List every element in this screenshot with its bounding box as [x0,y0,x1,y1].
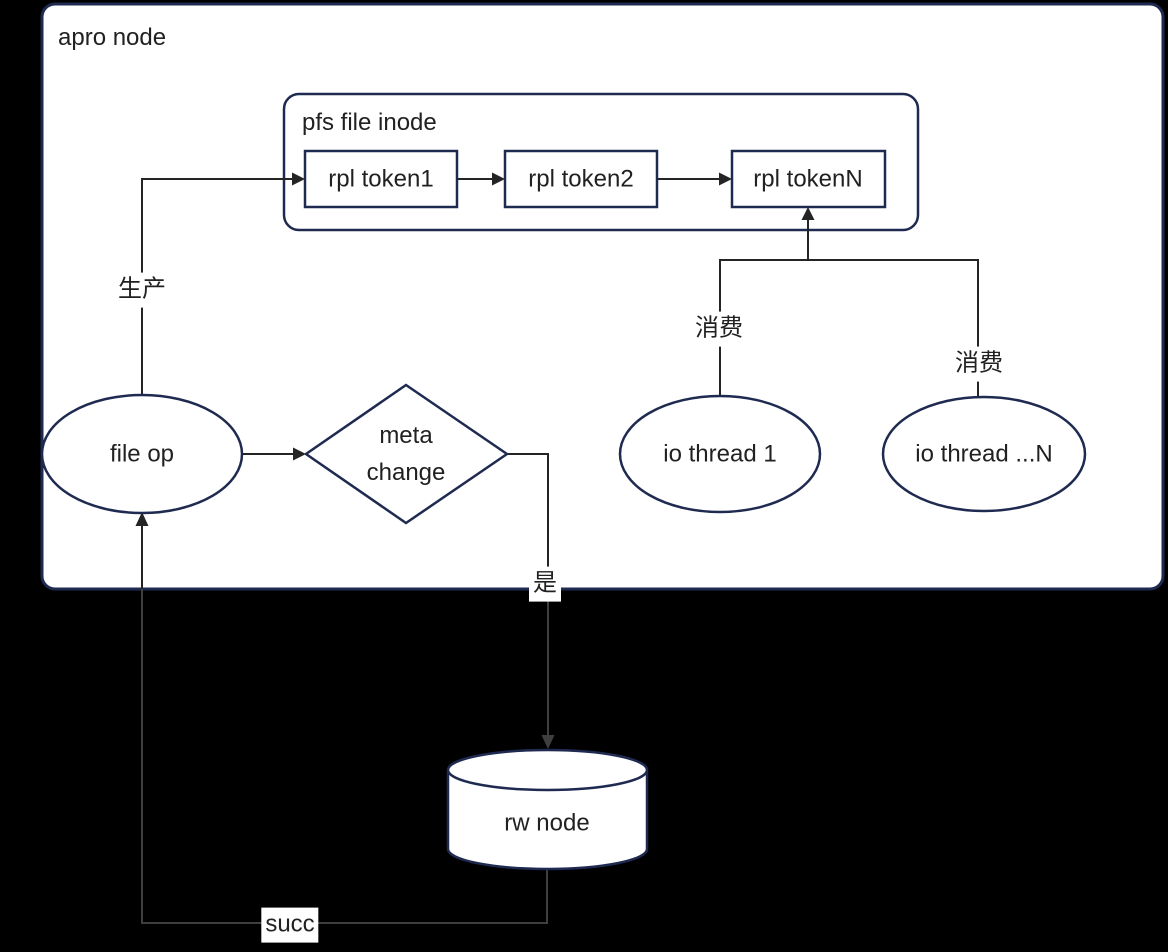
meta-change-diamond [303,383,510,525]
meta-change-line2: change [366,459,446,486]
meta-change-label: meta change [367,417,446,491]
edge-label-consume-1: 消费 [691,311,747,347]
edge-label-succ: succ [261,907,319,943]
cylinder-top [446,748,649,792]
arrow-into-tokenN-bottom [801,207,815,220]
io-thread-1-ellipse [618,394,822,514]
file-op-label: file op [109,440,175,468]
io-thread-n-ellipse [881,395,1087,513]
edge-label-yes: 是 [529,566,561,602]
rpl-tokenN-box [730,149,887,209]
edge-yes-upper [507,453,549,589]
rpl-token2-label: rpl token2 [528,165,634,193]
rw-node-label: rw node [504,809,590,837]
io-thread-1-label: io thread 1 [663,440,777,468]
rpl-token1-label: rpl token1 [328,165,434,193]
arrow-into-meta [293,447,306,461]
edge-label-consume-n: 消费 [951,346,1007,382]
io-thread-n-label: io thread ...N [915,440,1053,468]
arrow-into-fileop-bottom [135,512,149,526]
rpl-token1-box [303,149,459,209]
arrow-into-tokenN-left [719,172,732,186]
connectors-on-black [141,589,549,924]
arrowheads [135,172,815,526]
arrow-into-rwnode [541,735,555,749]
rw-node-cylinder [446,748,649,871]
edge-label-produce: 生产 [114,272,170,308]
apro-node-label: apro node [58,24,167,51]
edge-succ-loop [141,589,548,924]
file-op-ellipse [40,393,244,515]
pfs-file-inode-label: pfs file inode [302,109,437,136]
rpl-tokenN-label: rpl tokenN [753,165,863,193]
cylinder-body [446,770,649,871]
meta-change-line1: meta [379,422,433,449]
arrow-into-token1 [292,172,305,186]
arrow-into-token2 [492,172,505,186]
edge-produce [141,178,294,395]
